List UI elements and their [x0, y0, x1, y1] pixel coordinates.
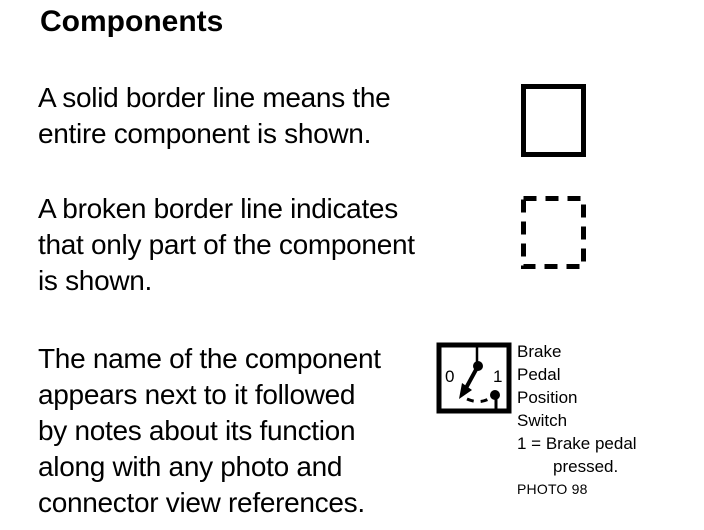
text-line: A broken border line indicates: [38, 193, 398, 224]
switch-lever: [464, 365, 480, 389]
text-line: A solid border line means the: [38, 82, 391, 113]
component-name-line: Switch: [517, 411, 568, 430]
page-title: Components: [40, 5, 224, 38]
component-name-line: Brake: [517, 342, 562, 361]
switch-travel-dashed-arc: [466, 395, 493, 404]
text-line: appears next to it followed: [38, 379, 356, 410]
component-name-paragraph: The name of the component appears next t…: [38, 341, 381, 521]
text-line: The name of the component: [38, 343, 381, 374]
switch-position-0-label: 0: [445, 367, 454, 386]
text-line: entire component is shown.: [38, 118, 372, 149]
switch-border-box: [436, 342, 512, 414]
component-name-line: Position: [517, 388, 578, 407]
solid-border-box: [521, 84, 586, 157]
broken-border-paragraph: A broken border line indicates that only…: [38, 191, 415, 299]
broken-border-box: [521, 196, 586, 269]
text-line: by notes about its function: [38, 415, 356, 446]
solid-border-paragraph: A solid border line means the entire com…: [38, 80, 391, 152]
photo-reference: PHOTO 98: [517, 481, 588, 497]
component-note-line: 1 = Brake pedal: [517, 434, 637, 453]
component-callout: Brake Pedal Position Switch 1 = Brake pe…: [517, 340, 637, 500]
dashed-border-rect: [521, 196, 586, 269]
component-name-line: Pedal: [517, 365, 561, 384]
brake-pedal-position-switch-symbol: 0 1: [436, 342, 512, 414]
switch-lever-arrowhead-icon: [459, 383, 472, 399]
text-line: is shown.: [38, 265, 153, 296]
text-line: connector view references.: [38, 487, 365, 518]
component-note-line: pressed.: [553, 457, 619, 476]
text-line: along with any photo and: [38, 451, 343, 482]
text-line: that only part of the component: [38, 229, 415, 260]
switch-position-1-label: 1: [493, 367, 502, 386]
